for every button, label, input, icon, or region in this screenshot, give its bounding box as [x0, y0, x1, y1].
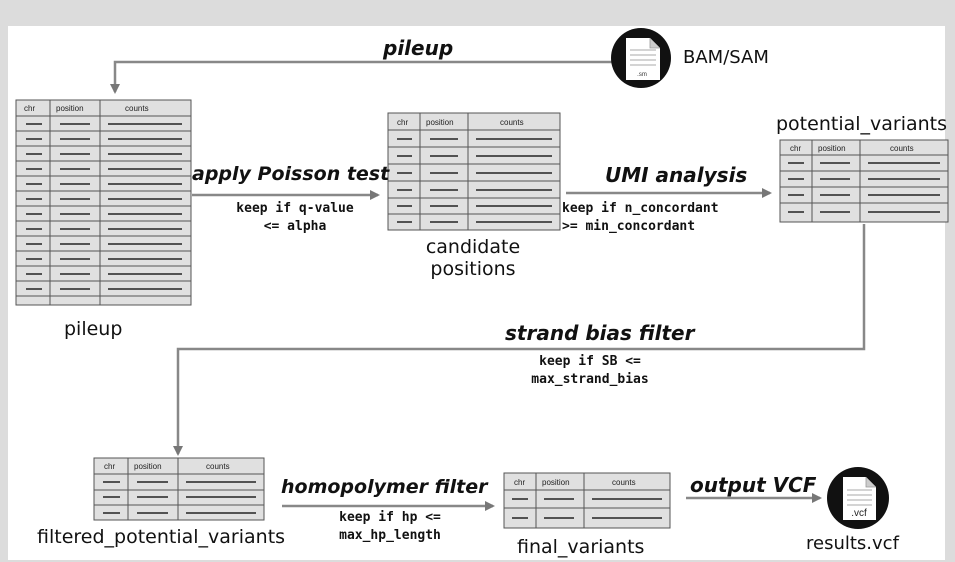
table-label-pileup: pileup — [64, 318, 123, 340]
arrow-pileup — [110, 60, 615, 94]
bam-icon-text: .sm — [637, 72, 647, 78]
col-header: position — [426, 118, 454, 127]
step-title-strand-bias: strand bias filter — [505, 321, 695, 345]
input-file-label: BAM/SAM — [683, 47, 769, 68]
table-final-variants: chr position counts — [503, 472, 671, 529]
table-potential-variants: chr position counts — [779, 139, 949, 223]
step-title-umi: UMI analysis — [605, 163, 748, 187]
step-condition-strand-bias: keep if SB <= max_strand_bias — [531, 354, 649, 387]
vcf-file-icon: .vcf — [827, 467, 889, 529]
step-condition-umi: keep if n_concordant >= min_concordant — [562, 201, 719, 234]
table-candidate-positions: chr position counts — [387, 112, 561, 231]
step-condition-poisson: keep if q-value <= alpha — [236, 201, 354, 234]
col-header: chr — [514, 478, 525, 487]
col-header: counts — [612, 478, 636, 487]
col-header: position — [134, 462, 162, 471]
col-header: counts — [125, 104, 149, 113]
step-condition-homopolymer: keep if hp <= max_hp_length — [339, 510, 441, 543]
col-header: chr — [397, 118, 408, 127]
col-header: position — [56, 104, 84, 113]
col-header: chr — [790, 144, 801, 153]
vcf-icon-text: .vcf — [851, 508, 867, 519]
table-label-final-variants: final_variants — [517, 536, 645, 558]
col-header: counts — [206, 462, 230, 471]
table-label-filtered-potential-variants: filtered_potential_variants — [37, 526, 286, 548]
table-label-candidate-positions: candidate positions — [425, 236, 521, 280]
step-title-poisson: apply Poisson test — [192, 163, 390, 185]
step-title-output-vcf: output VCF — [690, 473, 817, 497]
arrow-strand-bias — [173, 224, 866, 456]
step-title-homopolymer: homopolymer filter — [281, 476, 488, 498]
table-label-potential-variants: potential_variants — [776, 113, 948, 135]
col-header: counts — [500, 118, 524, 127]
table-pileup: chr position counts — [15, 99, 192, 306]
step-title-pileup: pileup — [383, 36, 454, 60]
col-header: position — [818, 144, 846, 153]
col-header: chr — [24, 104, 35, 113]
col-header: position — [542, 478, 570, 487]
bam-file-icon: .sm — [611, 28, 671, 88]
col-header: counts — [890, 144, 914, 153]
output-file-label: results.vcf — [806, 533, 899, 554]
table-filtered-potential-variants: chr position counts — [93, 457, 265, 521]
col-header: chr — [104, 462, 115, 471]
